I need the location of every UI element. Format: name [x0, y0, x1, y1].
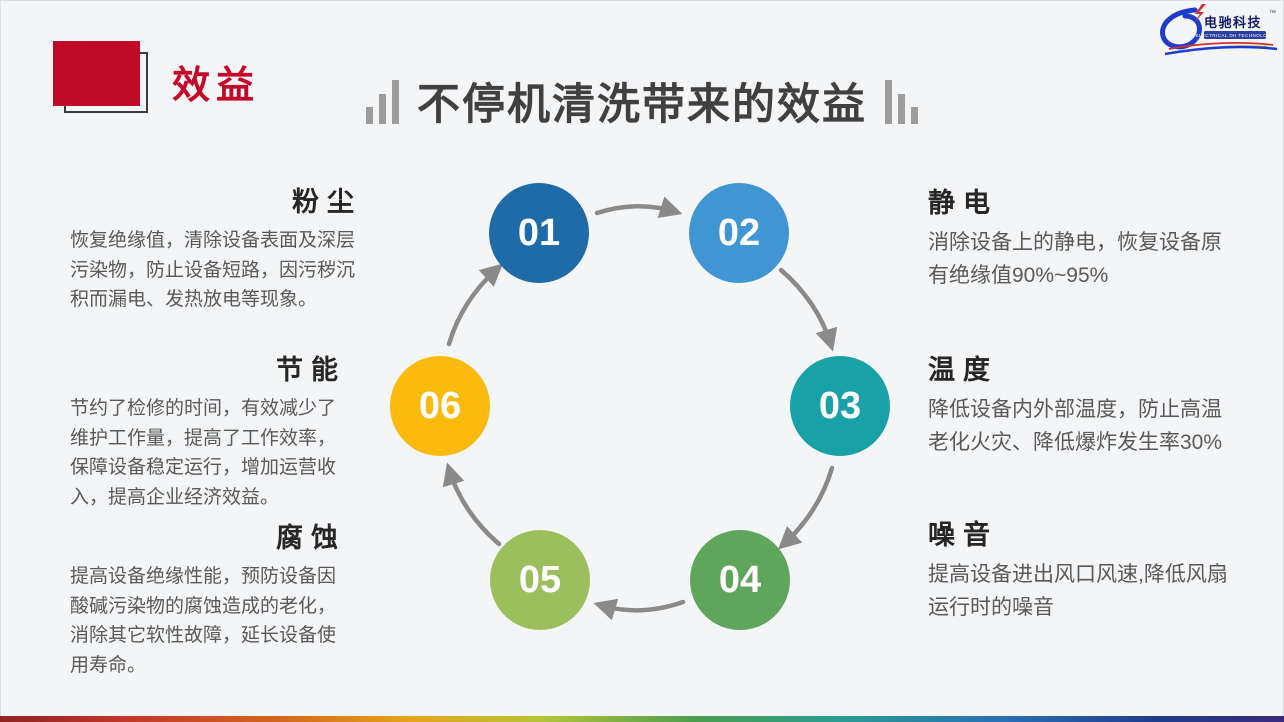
logo-tagline: ELECTRICAL DH TECHNOLOGY — [1195, 33, 1274, 38]
benefit-title: 腐蚀 — [276, 523, 346, 553]
logo-swoosh — [1160, 7, 1202, 50]
benefit-block-noise: 噪音 提高设备进出风口风速,降低风扇运行时的噪音 — [928, 513, 1233, 624]
step-number: 03 — [818, 384, 862, 427]
logo-underline-blue — [1164, 45, 1278, 56]
step-circle-02: 02 — [689, 183, 789, 283]
benefit-block-energy-saving: 节能 节约了检修的时间，有效减少了维护工作量，提高了工作效率，保障设备稳定运行，… — [70, 348, 346, 513]
benefit-body: 消除设备上的静电，恢复设备原有绝缘值90%~95% — [928, 231, 1222, 287]
benefit-body: 恢复绝缘值，清除设备表面及深层污染物，防止设备短路，因污秽沉积而漏电、发热放电等… — [70, 230, 356, 311]
step-circle-03: 03 — [790, 356, 890, 456]
step-number: 05 — [518, 558, 562, 601]
logo-graphic: 电驰科技 ™ ELECTRICAL DH TECHNOLOGY — [1160, 4, 1278, 56]
arrow-05-06 — [442, 462, 502, 547]
benefit-body: 降低设备内外部温度，防止高温老化火灾、降低爆炸发生率30% — [928, 398, 1223, 454]
benefit-block-static: 静电 消除设备上的静电，恢复设备原有绝缘值90%~95% — [928, 181, 1233, 292]
arrow-01-02 — [594, 196, 683, 218]
step-circle-01: 01 — [489, 183, 589, 283]
benefit-body: 提高设备进出风口风速,降低风扇运行时的噪音 — [928, 563, 1228, 619]
lightning-bolt-icon — [1193, 4, 1206, 24]
logo-tagline-bar — [1204, 31, 1266, 39]
arrow-04-05 — [593, 598, 686, 621]
title-accent-bars-left-icon — [366, 78, 399, 124]
logo-name: 电驰科技 — [1204, 15, 1262, 30]
step-number: 02 — [717, 211, 761, 254]
benefit-body: 节约了检修的时间，有效减少了维护工作量，提高了工作效率，保障设备稳定运行，增加运… — [70, 398, 337, 508]
badge-red-square — [53, 41, 140, 106]
arrow-06-01 — [446, 263, 504, 347]
step-number: 06 — [418, 384, 462, 427]
cycle-diagram: 01 02 03 04 05 06 — [390, 156, 890, 656]
arrow-03-04 — [778, 465, 835, 550]
benefit-title: 温度 — [928, 355, 998, 385]
step-number: 01 — [517, 211, 561, 254]
page-title: 不停机清洗带来的效益 — [417, 81, 867, 129]
step-circle-06: 06 — [390, 356, 490, 456]
benefit-block-temperature: 温度 降低设备内外部温度，防止高温老化火灾、降低爆炸发生率30% — [928, 348, 1233, 459]
benefit-block-dust: 粉尘 恢复绝缘值，清除设备表面及深层污染物，防止设备短路，因污秽沉积而漏电、发热… — [70, 180, 362, 315]
main-title-row: 不停机清洗带来的效益 — [0, 70, 1284, 132]
section-title: 效益 — [172, 65, 261, 107]
step-circle-04: 04 — [690, 530, 790, 630]
step-number: 04 — [718, 558, 762, 601]
benefit-title: 噪音 — [928, 520, 998, 550]
cycle-arrows — [442, 196, 838, 621]
company-logo: 电驰科技 ™ ELECTRICAL DH TECHNOLOGY — [1155, 3, 1281, 58]
benefit-title: 静电 — [928, 188, 998, 218]
benefit-title: 节能 — [276, 355, 346, 385]
rainbow-bottom-bar — [0, 716, 1284, 722]
title-accent-bars-right-icon — [885, 78, 918, 124]
benefit-title: 粉尘 — [292, 187, 362, 217]
benefit-block-corrosion: 腐蚀 提高设备绝缘性能，预防设备因酸碱污染物的腐蚀造成的老化，消除其它软性故障，… — [70, 516, 346, 681]
arrow-02-03 — [778, 267, 838, 352]
benefit-body: 提高设备绝缘性能，预防设备因酸碱污染物的腐蚀造成的老化，消除其它软性故障，延长设… — [70, 566, 337, 676]
logo-tm: ™ — [1269, 10, 1276, 17]
step-circle-05: 05 — [490, 530, 590, 630]
logo-underline-red — [1168, 42, 1274, 50]
